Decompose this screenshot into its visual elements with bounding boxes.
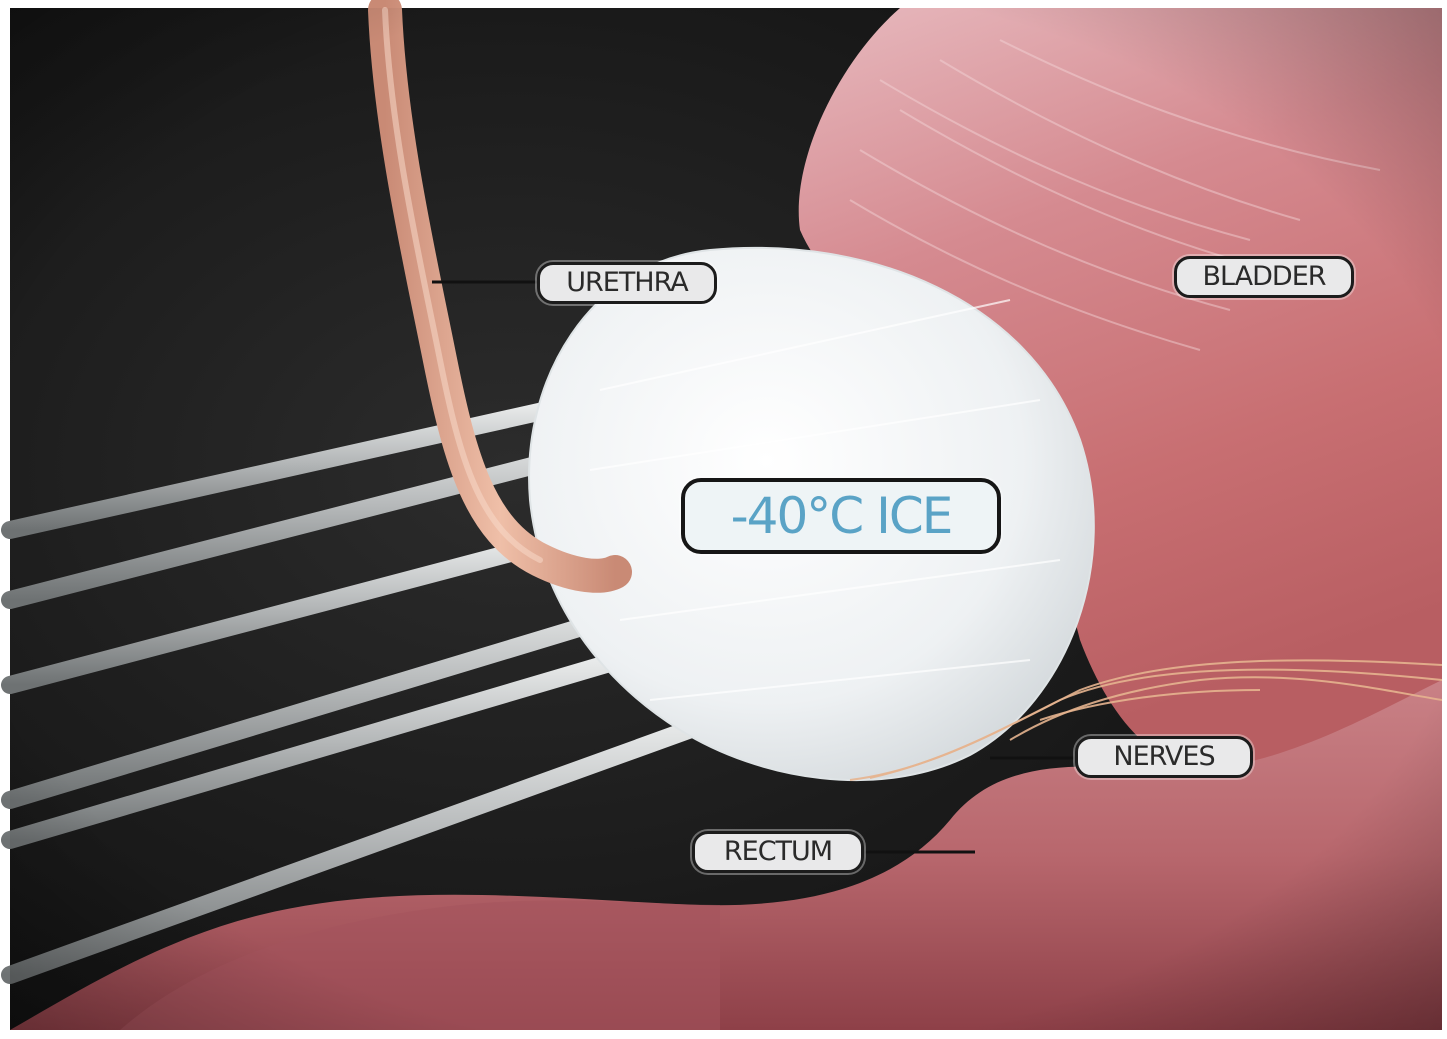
label-bladder: BLADDER [1174, 256, 1354, 298]
label-ice-temperature: -40°C ICE [681, 478, 1001, 554]
label-nerves: NERVES [1075, 736, 1253, 778]
label-rectum: RECTUM [692, 831, 864, 873]
label-urethra: URETHRA [537, 262, 717, 304]
